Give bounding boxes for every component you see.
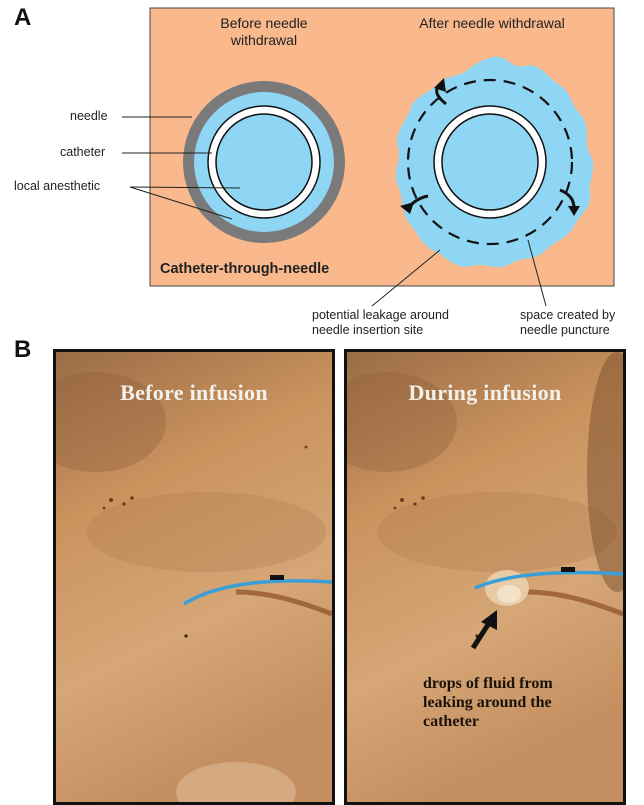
panel-b-letter: B [14, 336, 31, 364]
before-infusion-photo: Before infusion [53, 349, 335, 805]
after-withdrawal-heading: After needle withdrawal [416, 15, 568, 32]
during-infusion-title: During infusion [347, 380, 623, 406]
before-infusion-title: Before infusion [56, 380, 332, 406]
space-label: space created by needle puncture [520, 308, 636, 338]
local-anesthetic-label: local anesthetic [14, 179, 100, 194]
technique-label: Catheter-through-needle [160, 261, 329, 277]
panel-a-diagram [0, 0, 644, 345]
catheter-label: catheter [60, 145, 105, 160]
anesthetic-fill-after [442, 114, 538, 210]
fluid-note: drops of fluid from leaking around the c… [423, 674, 563, 731]
anesthetic-fill-inner [216, 114, 312, 210]
leakage-label: potential leakage around needle insertio… [312, 308, 488, 338]
needle-label: needle [70, 109, 108, 124]
before-withdrawal-heading: Before needle withdrawal [188, 15, 340, 49]
before-withdrawal-cross-section [183, 81, 345, 243]
during-infusion-photo: During infusion drops of fluid from leak… [344, 349, 626, 805]
